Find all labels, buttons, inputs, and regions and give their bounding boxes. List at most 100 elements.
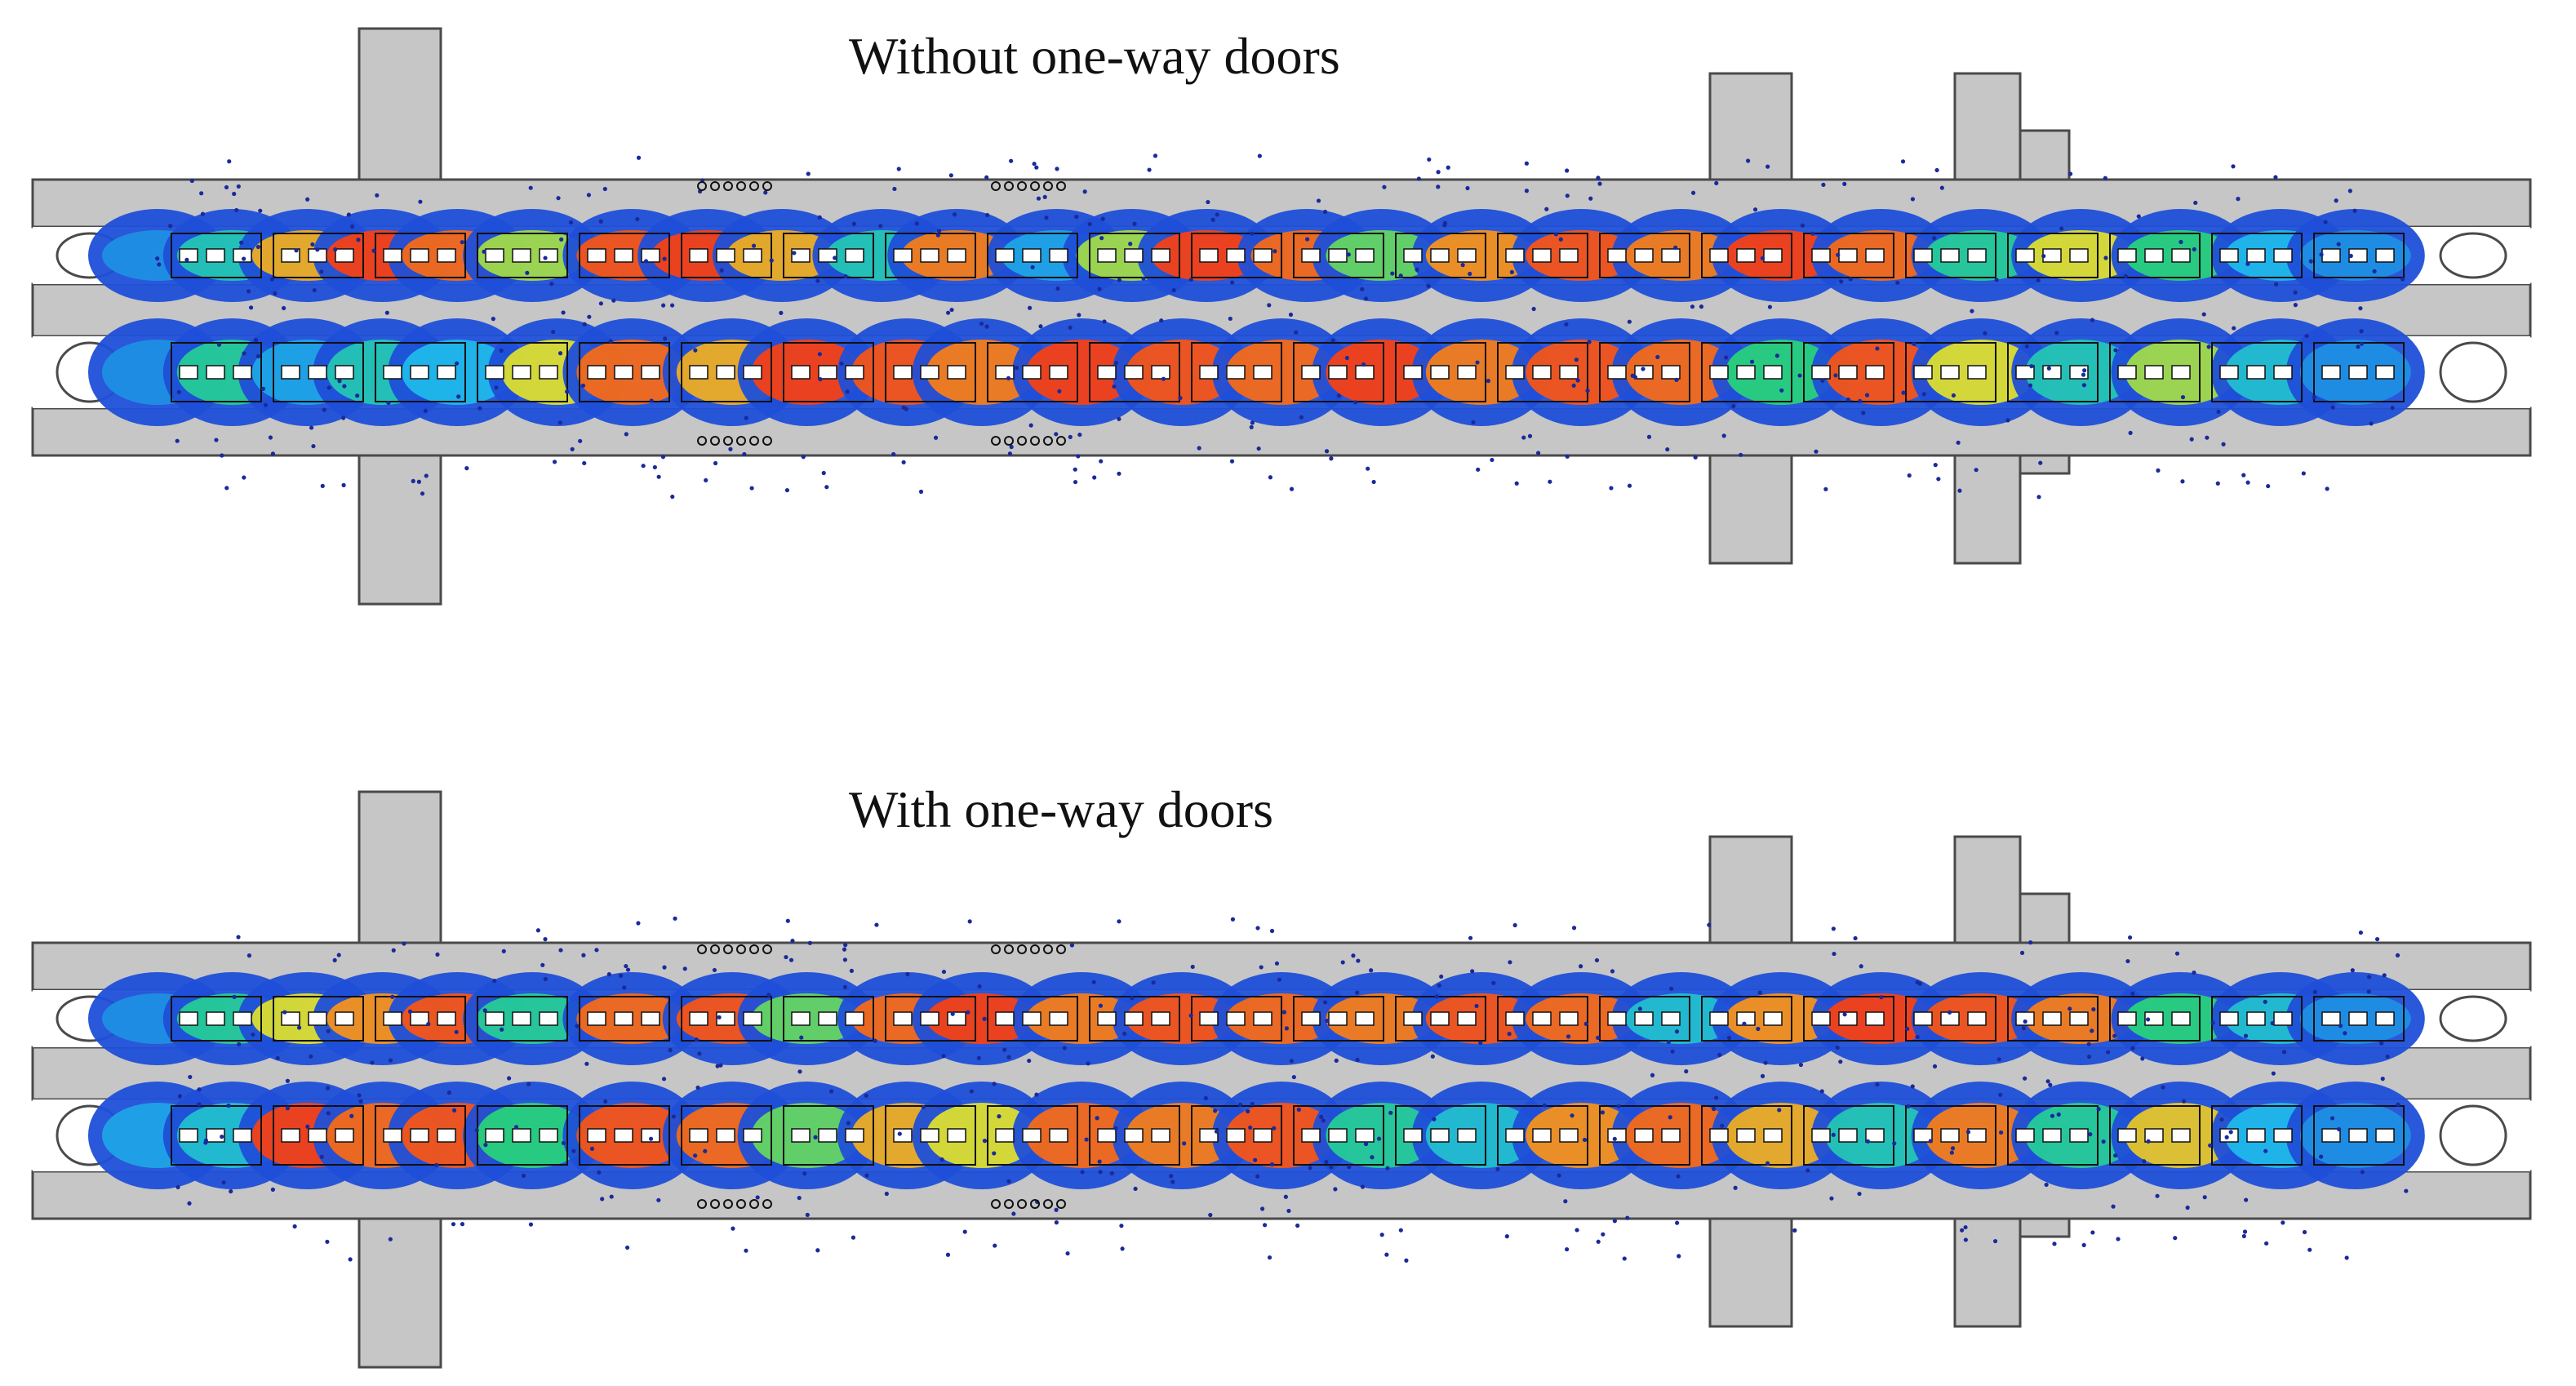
- passenger-dot: [255, 353, 261, 359]
- passenger-dot: [1057, 389, 1062, 393]
- stair-symbol: [1030, 1199, 1040, 1209]
- car-door: [2219, 1128, 2239, 1143]
- car-door: [1049, 1011, 1068, 1026]
- passenger-dot: [454, 1029, 459, 1034]
- passenger-dot: [1141, 276, 1146, 281]
- passenger-dot: [2116, 1237, 2121, 1242]
- car-door: [845, 365, 864, 380]
- passenger-dot: [2111, 1204, 2116, 1209]
- passenger-dot: [1281, 1010, 1287, 1015]
- passenger-dot: [662, 965, 667, 970]
- passenger-dot: [1814, 449, 1819, 454]
- passenger-dot: [1117, 416, 1121, 421]
- passenger-dot: [1857, 1191, 1862, 1197]
- stair-symbol: [1056, 944, 1066, 954]
- car-door: [1097, 248, 1117, 263]
- car-door: [485, 248, 504, 263]
- car-door: [845, 1011, 864, 1026]
- passenger-dot: [1267, 1255, 1272, 1260]
- car-door: [1097, 365, 1117, 380]
- car-door: [1049, 248, 1068, 263]
- passenger-dot: [918, 489, 924, 495]
- car-door: [281, 365, 300, 380]
- passenger-dot: [813, 1135, 818, 1139]
- passenger-dot: [694, 1037, 699, 1042]
- passenger-dot: [769, 258, 774, 263]
- car-door: [947, 248, 966, 263]
- passenger-dot: [966, 1010, 970, 1015]
- passenger-dot: [1746, 158, 1751, 163]
- passenger-dot: [1416, 176, 1421, 181]
- passenger-dot: [1994, 278, 1999, 282]
- stair-symbol: [1017, 1199, 1027, 1209]
- passenger-dot: [1625, 1215, 1630, 1220]
- car-door: [1151, 1011, 1170, 1026]
- train-car: [1293, 342, 1384, 402]
- passenger-dot: [1574, 358, 1579, 362]
- car-door: [1865, 365, 1885, 380]
- passenger-dot: [1895, 280, 1900, 285]
- passenger-dot: [1594, 957, 1600, 963]
- passenger-dot: [251, 1032, 255, 1037]
- stair-symbol: [1056, 1199, 1066, 1209]
- passenger-dot: [673, 916, 677, 921]
- passenger-dot: [1810, 231, 1815, 236]
- passenger-dot: [273, 291, 278, 296]
- car-door: [1022, 365, 1042, 380]
- car-door: [1559, 365, 1579, 380]
- passenger-dot: [695, 1085, 700, 1091]
- car-door: [539, 365, 558, 380]
- passenger-dot: [1641, 366, 1646, 371]
- stair-symbol: [1004, 181, 1014, 191]
- passenger-dot: [2185, 1205, 2190, 1211]
- passenger-dot: [255, 244, 261, 250]
- car-door: [1940, 248, 1960, 263]
- passenger-dot: [1011, 1211, 1016, 1216]
- passenger-dot: [460, 240, 464, 245]
- stair-symbol: [723, 1199, 733, 1209]
- passenger-dot: [763, 190, 768, 195]
- passenger-dot: [755, 1195, 760, 1200]
- passenger-dot: [2027, 383, 2033, 388]
- passenger-dot: [1289, 486, 1295, 491]
- density-hotspot: [1026, 340, 1138, 405]
- passenger-dot: [2385, 1054, 2390, 1059]
- passenger-dot: [253, 337, 259, 343]
- train-car: [885, 996, 976, 1042]
- passenger-dot: [197, 1102, 202, 1107]
- passenger-dot: [2344, 1255, 2349, 1260]
- passenger-dot: [2404, 1188, 2409, 1193]
- passenger-dot: [236, 184, 241, 189]
- car-door: [1022, 1011, 1042, 1026]
- passenger-dot: [1670, 1049, 1675, 1054]
- passenger-dot: [2101, 1139, 2106, 1144]
- train-car: [1599, 996, 1690, 1042]
- car-door: [1913, 248, 1933, 263]
- passenger-dot: [1548, 479, 1552, 484]
- train-car: [987, 342, 1078, 402]
- car-door: [2246, 1128, 2266, 1143]
- train-car: [1293, 233, 1384, 278]
- passenger-dot: [326, 385, 331, 390]
- passenger-dot: [1504, 1234, 1509, 1239]
- passenger-dot: [1439, 974, 1444, 980]
- passenger-dot: [270, 1187, 275, 1192]
- car-door: [485, 365, 504, 380]
- passenger-dot: [2270, 1020, 2275, 1026]
- car-door: [1328, 248, 1348, 263]
- passenger-dot: [203, 1140, 208, 1145]
- passenger-dot: [1588, 196, 1593, 201]
- passenger-dot: [320, 483, 325, 488]
- passenger-dot: [719, 268, 724, 273]
- passenger-dot: [568, 220, 574, 225]
- passenger-dot: [248, 305, 254, 310]
- passenger-dot: [897, 1131, 902, 1136]
- passenger-dot: [2366, 989, 2371, 994]
- passenger-dot: [2304, 333, 2309, 339]
- train-car: [2007, 233, 2099, 278]
- passenger-dot: [1596, 175, 1601, 180]
- car-door: [2348, 365, 2368, 380]
- passenger-dot: [2005, 418, 2010, 423]
- passenger-dot: [1436, 170, 1441, 175]
